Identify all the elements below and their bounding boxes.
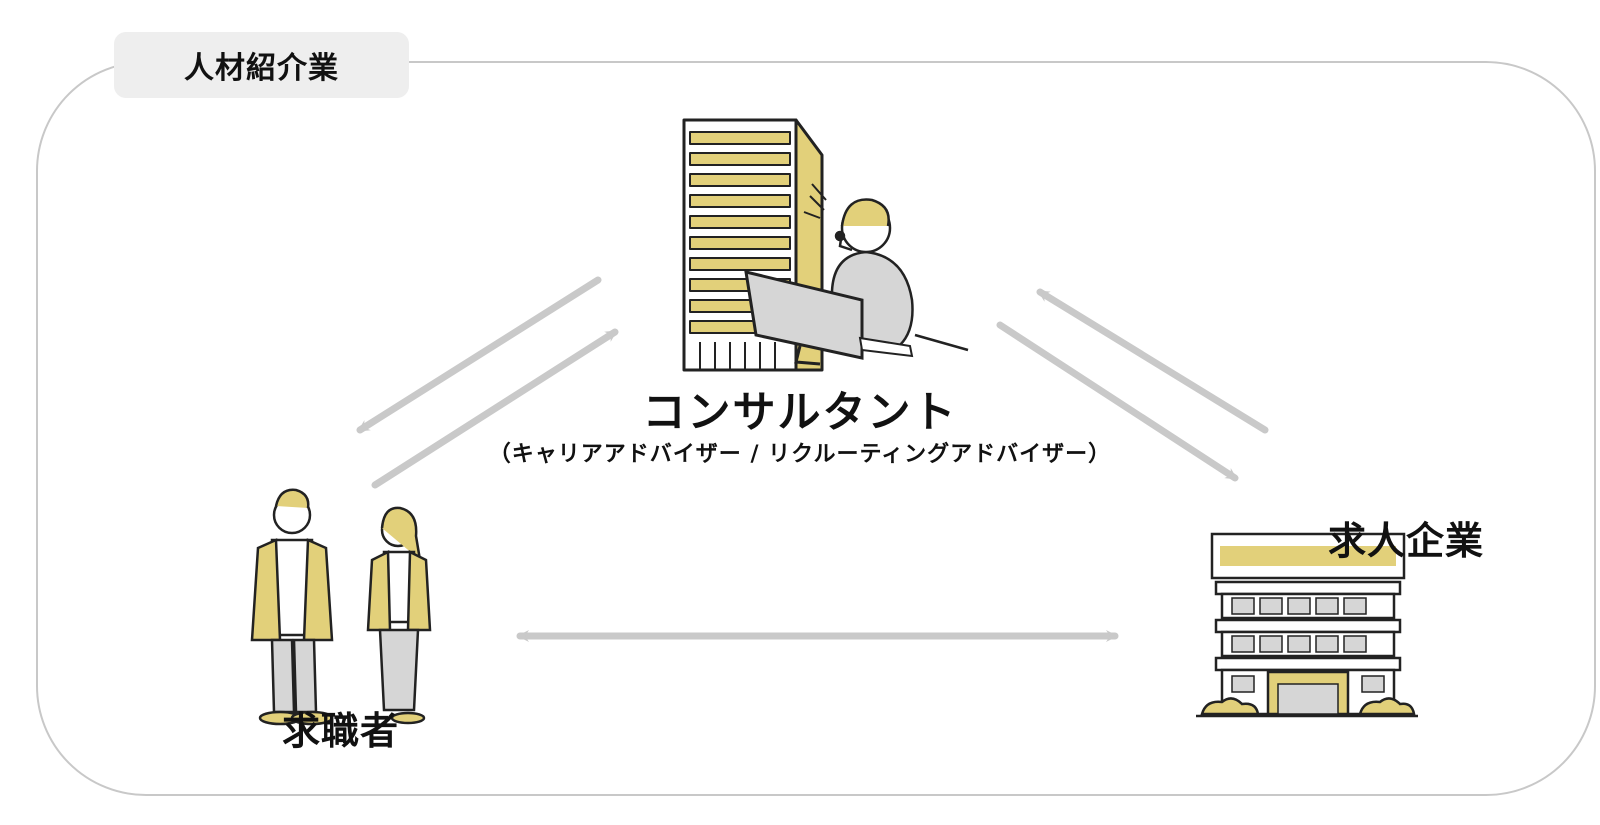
consultant-title: コンサルタント [550, 378, 1050, 440]
hiring-company-label: 求人企業 [1328, 510, 1484, 565]
consultant-subtitle: （キャリアアドバイザー / リクルーティングアドバイザー） [420, 436, 1180, 468]
job-seekers-label: 求職者 [282, 700, 399, 755]
job-seekers-icon [252, 490, 430, 724]
arrow-company-to-consultant [1040, 292, 1265, 430]
